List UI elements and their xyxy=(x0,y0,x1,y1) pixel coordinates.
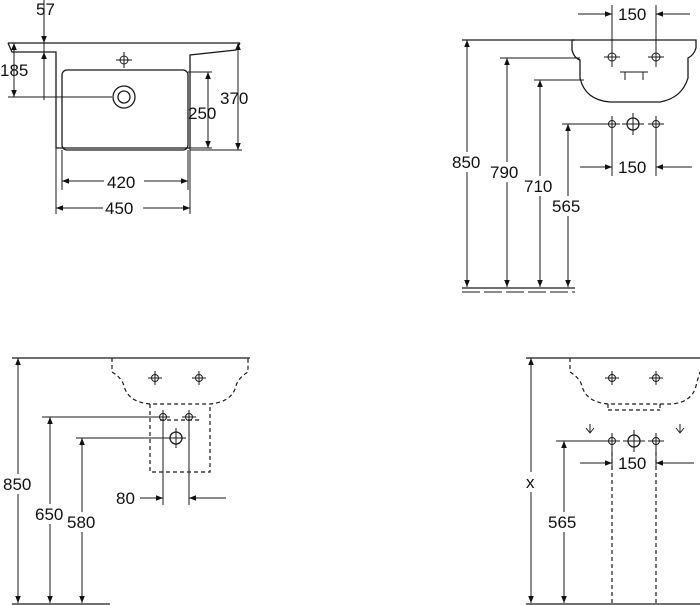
arrow-down-icon xyxy=(585,424,595,434)
dim-450-label: 450 xyxy=(105,199,133,218)
side-view: 150 150 850 790 xyxy=(452,5,697,293)
dim-565-label: 565 xyxy=(552,197,580,216)
tap-hole-icon xyxy=(192,371,206,385)
dim-580-label: 580 xyxy=(67,513,95,532)
drain-icon xyxy=(112,85,136,109)
semi-pedestal-outline xyxy=(149,404,211,473)
dim-565-label: 565 xyxy=(548,513,576,532)
supply-outlet-icon xyxy=(648,433,664,449)
dim-420-label: 420 xyxy=(107,173,135,192)
tap-hole-icon xyxy=(116,52,132,68)
dim-850-label: 850 xyxy=(452,153,480,172)
dim-250-label: 250 xyxy=(188,104,216,123)
semi-pedestal-basin-outline xyxy=(111,358,249,405)
dim-370-label: 370 xyxy=(220,89,248,108)
top-view: 57 185 250 370 420 450 xyxy=(0,0,248,218)
full-pedestal-basin-outline xyxy=(569,358,700,405)
waste-outlet-icon xyxy=(622,113,644,135)
full-pedestal-view: 150 x 565 xyxy=(524,357,700,605)
dim-850-label: 850 xyxy=(3,475,31,494)
dim-650-label: 650 xyxy=(35,505,63,524)
dim-185-label: 185 xyxy=(0,61,28,80)
waste-outlet-icon xyxy=(166,428,186,448)
dim-790-label: 790 xyxy=(490,163,518,182)
top-view-bowl xyxy=(61,69,189,151)
tap-hole-icon xyxy=(148,371,162,385)
dim-x-label: x xyxy=(526,473,535,492)
supply-outlet-icon xyxy=(182,410,196,424)
dim-150-top-label: 150 xyxy=(618,5,646,24)
supply-outlet-icon xyxy=(156,410,170,424)
semi-pedestal-view: 850 650 580 80 xyxy=(2,357,250,605)
tap-hole-icon xyxy=(604,47,620,67)
dim-150-label: 150 xyxy=(618,454,646,473)
dim-710-label: 710 xyxy=(524,177,552,196)
dim-150-lower-label: 150 xyxy=(618,158,646,177)
side-view-basin xyxy=(571,39,697,103)
tap-hole-icon xyxy=(605,371,619,385)
supply-outlet-icon xyxy=(604,433,620,449)
dim-57-label: 57 xyxy=(36,0,55,19)
tap-hole-icon xyxy=(648,47,664,67)
arrow-down-icon xyxy=(675,424,685,434)
supply-outlet-icon xyxy=(604,116,620,132)
waste-outlet-icon xyxy=(623,430,645,452)
tap-hole-icon xyxy=(649,371,663,385)
top-view-basin-outline xyxy=(7,42,241,149)
supply-outlet-icon xyxy=(648,116,664,132)
full-pedestal-outline xyxy=(611,452,657,604)
dim-80-label: 80 xyxy=(116,489,135,508)
